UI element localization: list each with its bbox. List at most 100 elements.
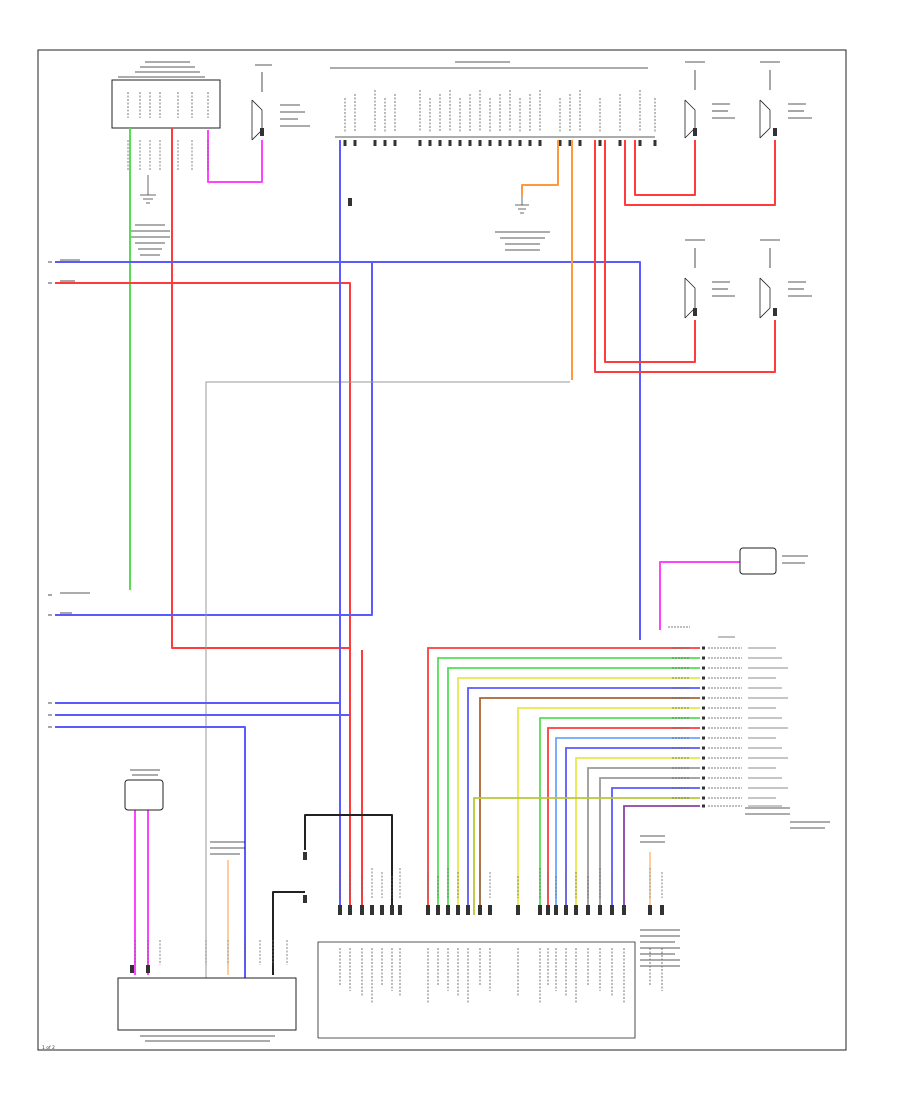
bottom-pin: [546, 905, 550, 915]
top-pin: [448, 140, 452, 146]
bottom-pin: [456, 905, 460, 915]
wire-red-rt-2: [634, 140, 696, 196]
right-pin: [702, 804, 705, 808]
top-pin: [383, 140, 387, 146]
bottom-pin: [348, 905, 352, 915]
bottom-pin: [398, 905, 402, 915]
bottom-pin: [436, 905, 440, 915]
top-pin: [418, 140, 422, 146]
left-terminal-marks: [48, 259, 90, 728]
bus-wire: [547, 727, 700, 915]
bus-wire: [437, 657, 700, 915]
bottom-pin: [610, 905, 614, 915]
bottom-pin: [586, 905, 590, 915]
bottom-pin: [516, 905, 520, 915]
bus-wire: [457, 677, 700, 915]
right-pin: [702, 676, 705, 680]
bottom-pin: [446, 905, 450, 915]
top-pin: [458, 140, 462, 146]
top-pin: [498, 140, 502, 146]
top-connector-pin-labels: [343, 90, 657, 146]
bus-wire: [565, 747, 700, 915]
wire-gray-loop: [205, 381, 570, 1000]
bottom-pin: [622, 905, 626, 915]
speaker-rear-left-b: [759, 239, 812, 319]
wire-red-rb-2: [604, 140, 696, 363]
top-pin: [558, 140, 562, 146]
top-pin: [478, 140, 482, 146]
wire-red-bus: [55, 282, 351, 915]
bus-wire: [517, 707, 700, 915]
right-pin: [702, 756, 705, 760]
right-pin: [702, 646, 705, 650]
top-pin: [508, 140, 512, 146]
wire-black-lower: [272, 891, 305, 975]
right-pin: [702, 776, 705, 780]
ground-label-block: [130, 224, 170, 256]
top-pin: [578, 140, 582, 146]
bottom-pin: [564, 905, 568, 915]
top-pin: [343, 140, 347, 146]
bottom-control-module: [317, 929, 680, 1039]
right-pin: [702, 786, 705, 790]
wire-black-loop: [304, 814, 393, 915]
bus-wire: [479, 697, 700, 915]
telephone-connector-label: [739, 547, 808, 575]
speaker-rear-right-b: [759, 61, 812, 139]
right-pin: [702, 746, 705, 750]
top-pin: [353, 140, 357, 146]
connector-bus-lines: [427, 647, 700, 915]
bottom-module-pins: [127, 92, 664, 1005]
top-pin: [528, 140, 532, 146]
wire-red-main: [171, 128, 350, 649]
top-pin: [598, 140, 602, 146]
right-connector-bracket: [745, 807, 830, 829]
top-pin: [568, 140, 572, 146]
wire-blue-drop: [55, 262, 373, 616]
diagram-frame: [37, 49, 847, 1051]
top-pin: [373, 140, 377, 146]
bottom-pin: [380, 905, 384, 915]
ground-symbol: [140, 175, 156, 204]
top-pin: [488, 140, 492, 146]
bottom-pin: [360, 905, 364, 915]
bottom-pin: [466, 905, 470, 915]
bottom-pin: [426, 905, 430, 915]
bus-wire: [623, 805, 700, 915]
bottom-pin: [598, 905, 602, 915]
page-number: 1 of 2: [42, 1045, 55, 1051]
top-pin: [393, 140, 397, 146]
wire-red-rb-1: [594, 140, 776, 373]
speaker-front-left: [251, 64, 310, 141]
right-pin: [702, 736, 705, 740]
top-pin: [638, 140, 642, 146]
bottom-pin: [660, 905, 664, 915]
right-pin: [702, 726, 705, 730]
top-pin: [538, 140, 542, 146]
top-pin: [653, 140, 657, 146]
bottom-pin: [648, 905, 652, 915]
small-label-right: [640, 835, 665, 843]
top-pin: [518, 140, 522, 146]
right-pin: [702, 796, 705, 800]
bottom-pin: [478, 905, 482, 915]
wire-magenta-right: [659, 561, 740, 630]
top-pin: [618, 140, 622, 146]
ground-symbol-center: [495, 195, 550, 251]
bus-wire: [575, 757, 700, 915]
right-pin: [702, 656, 705, 660]
right-pin: [702, 666, 705, 670]
wire-orange: [521, 140, 559, 195]
top-pin: [468, 140, 472, 146]
top-pin: [438, 140, 442, 146]
right-pin: [702, 686, 705, 690]
top-pin: [428, 140, 432, 146]
speaker-rear-right-a: [684, 61, 735, 139]
bus-wire: [555, 737, 700, 915]
bus-wire: [427, 647, 700, 915]
bottom-pin: [370, 905, 374, 915]
wire-red-rt-1: [624, 140, 776, 206]
bottom-pin: [338, 905, 342, 915]
wire-blue-ll-3: [55, 726, 246, 1000]
